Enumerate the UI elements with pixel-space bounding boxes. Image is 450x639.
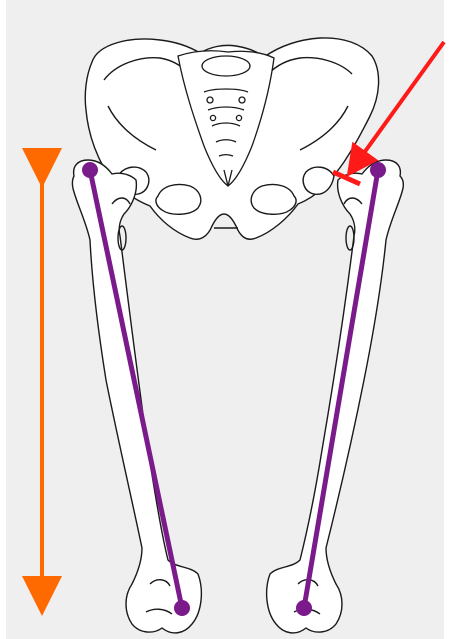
right-femur-knee-dot — [296, 600, 312, 616]
left-femur-head-dot — [82, 162, 98, 178]
left-femur-knee-dot — [174, 600, 190, 616]
right-femur-head-dot — [370, 162, 386, 178]
